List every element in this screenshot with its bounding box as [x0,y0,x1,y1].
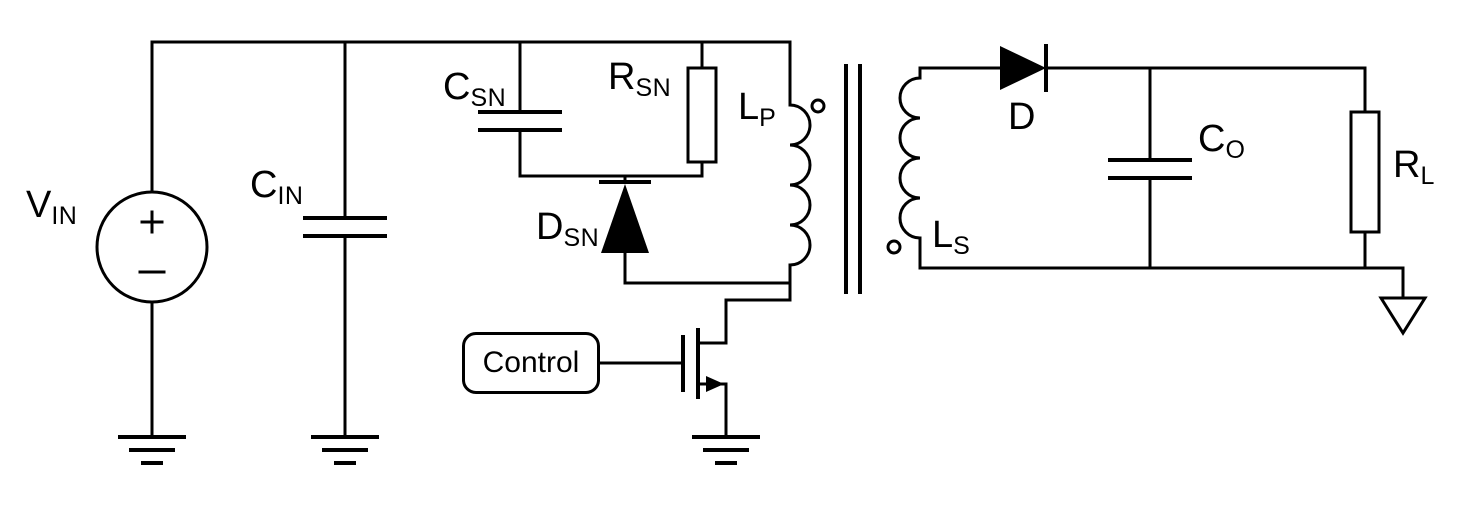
label-ls-sub: S [953,232,971,260]
secondary-winding-coil [898,76,922,240]
plus-sign-icon [140,210,164,234]
ground-cin-icon [311,435,379,465]
label-dsn-base: D [536,206,564,248]
label-d-base: D [1008,96,1036,138]
ls-phase-dot [886,239,902,255]
label-co-sub: O [1225,136,1246,164]
label-csn: CSN [443,66,506,111]
label-vin-sub: IN [51,202,78,230]
label-cin: CIN [250,164,303,209]
label-rl-sub: L [1420,162,1435,190]
ground-vin-icon [118,435,186,465]
control-block-label: Control [482,346,580,379]
label-rl: RL [1393,144,1435,189]
label-d: D [1008,98,1035,136]
label-rsn-base: R [608,56,636,98]
wire-switch-node [724,263,792,345]
label-co-base: C [1198,118,1226,160]
dsn-diode-triangle [601,184,649,253]
wire-secondary-bottom [918,236,1405,270]
label-lp: LP [738,86,776,131]
label-rl-base: R [1393,144,1421,186]
label-rsn: RSN [608,56,671,101]
lp-phase-dot [810,98,826,114]
mosfet-arrow-icon [706,376,724,392]
label-lp-sub: P [759,104,777,132]
label-cin-base: C [250,164,278,206]
label-ls-base: L [932,214,954,256]
label-dsn: DSN [536,206,599,251]
wire-dsn-bottom [623,251,792,285]
label-co: CO [1198,118,1245,163]
label-dsn-sub: SN [563,224,600,252]
wire-secondary-top-left [918,66,1002,80]
ground-triangle-icon [1378,296,1428,336]
d-diode-triangle [1000,46,1046,90]
control-block: Control [462,332,600,394]
transformer-core [844,64,862,294]
label-lp-base: L [738,86,760,128]
label-vin-base: V [26,184,52,226]
label-ls: LS [932,214,970,259]
primary-winding-coil [788,103,812,267]
co-capacitor-plates [1108,158,1192,180]
ground-mosfet-icon [692,435,760,465]
label-vin: VIN [26,184,77,229]
rl-resistor-body [1349,110,1381,234]
label-csn-base: C [443,66,471,108]
label-csn-sub: SN [470,84,507,112]
label-rsn-sub: SN [635,74,672,102]
rsn-resistor-body [686,66,718,164]
label-cin-sub: IN [277,182,304,210]
csn-capacitor-plates [478,110,562,132]
vin-source-circle [95,190,209,304]
wire-top-rail [150,40,792,194]
cin-capacitor-plates [303,216,387,238]
